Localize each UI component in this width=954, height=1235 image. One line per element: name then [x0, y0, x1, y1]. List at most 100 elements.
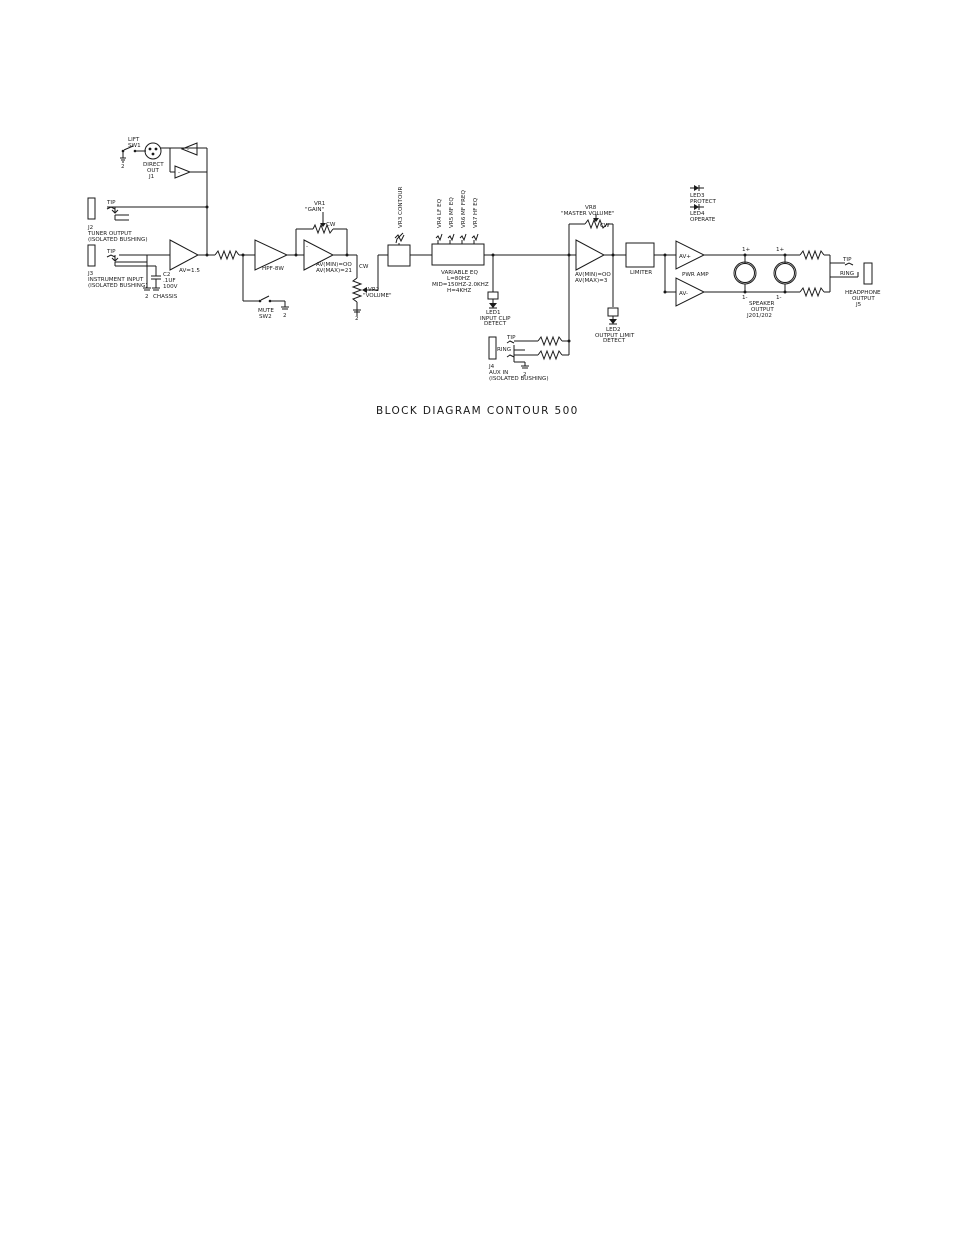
aux-note: (ISOLATED BUSHING) — [489, 376, 549, 382]
headphone-tip-label: TIP — [842, 257, 852, 263]
speaker1-plus: 1+ — [742, 247, 751, 253]
mute-label: MUTE — [258, 308, 274, 314]
pwr-amp-label: PWR AMP — [682, 272, 709, 278]
direct-out-buffers: - - — [174, 142, 199, 179]
input-buffer: AV=1.5 — [169, 205, 209, 274]
limiter-box — [625, 242, 655, 268]
tuner-note: (ISOLATED BUSHING) — [88, 237, 148, 243]
power-amp: AV+ AV- PWR AMP — [663, 240, 709, 307]
eq-title: VARIABLE EQ — [441, 270, 478, 276]
aux-id: J4 — [488, 364, 495, 370]
chassis-capacitor: C2 .1UF 100V CHASSIS — [147, 265, 178, 300]
headphone-ring-label: RING — [840, 271, 854, 277]
speaker-jack-1 — [733, 261, 757, 285]
cap-id: C2 — [163, 272, 170, 278]
direct-out-xlr: DIRECT OUT J1 — [143, 142, 164, 180]
direct-out-label-3: J1 — [148, 174, 155, 180]
lift-label: LIFT — [128, 137, 140, 143]
led4-id: LED4 — [690, 211, 705, 217]
tuner-output-jack: TIP J2 TUNER OUTPUT (ISOLATED BUSHING) — [87, 197, 148, 243]
eq-control-mf-freq: VR6 MF FREQ — [459, 189, 467, 244]
tuner-tip-label: TIP — [106, 200, 116, 206]
lift-switch-id: SW1 — [128, 143, 141, 149]
master-av-max: AV(MAX)=3 — [575, 278, 608, 284]
hpf-label: HPF-8W — [262, 266, 284, 272]
led1-id: LED1 — [486, 310, 501, 316]
eq-low: L=80HZ — [447, 276, 470, 282]
tuner-id: J2 — [87, 225, 93, 231]
limiter-label: LIMITER — [630, 270, 652, 276]
master-av-min: AV(MIN)=OO — [575, 272, 611, 278]
variable-eq: VR4 LF EQ VR5 MF EQ VR6 MF FREQ VR7 HF E… — [431, 189, 489, 294]
direct-out-label-1: DIRECT — [143, 162, 164, 168]
instrument-tip-label: TIP — [106, 249, 116, 255]
buffer-gain-label: AV=1.5 — [179, 268, 200, 274]
eq-control-label-2: VR5 MF EQ — [449, 197, 455, 228]
master-pot-label: "MASTER VOLUME" — [561, 211, 615, 217]
diagram-title: BLOCK DIAGRAM CONTOUR 500 — [376, 405, 579, 417]
eq-control-mf: VR5 MF EQ — [447, 197, 455, 244]
contour-stage: VR3 CONTOUR — [387, 187, 411, 267]
gain-cw-label: CW — [326, 222, 336, 228]
mute-switch-id: SW2 — [259, 314, 272, 320]
gain-pot-id: VR1 — [314, 201, 326, 207]
aux-ground-label: 2 — [523, 372, 527, 378]
contour-box — [387, 244, 411, 267]
aux-in-jack: TIP RING 2 J4 AUX IN (ISOLATED BUSHING) — [488, 253, 571, 382]
eq-control-label-1: VR4 LF EQ — [437, 198, 443, 228]
master-cw-label: CW — [600, 223, 610, 229]
speaker-label-1: SPEAKER — [749, 301, 774, 307]
master-pot-id: VR8 — [585, 205, 597, 211]
speaker1-minus: 1- — [742, 295, 748, 301]
speaker2-minus: 1- — [776, 295, 782, 301]
led1-label: INPUT CLIP — [480, 316, 511, 322]
aux-tip-label: TIP — [506, 335, 516, 341]
aux-title: AUX IN — [489, 370, 508, 376]
gain-av-max: AV(MAX)=21 — [316, 268, 352, 274]
volume-pot-label: "VOLUME" — [363, 293, 392, 299]
pwr-amp-plus: AV+ — [679, 254, 691, 260]
headphone-jack — [863, 262, 873, 285]
led4-label: OPERATE — [690, 217, 716, 223]
direct-out-label-2: OUT — [147, 168, 159, 174]
status-leds: LED3 PROTECT LED4 OPERATE — [690, 185, 717, 223]
contour-label: VR3 CONTOUR — [398, 187, 404, 228]
instrument-note: (ISOLATED BUSHING) — [88, 283, 148, 289]
mute-switch: 2 MUTE SW2 — [258, 295, 289, 320]
eq-control-lf: VR4 LF EQ — [435, 198, 443, 244]
cap-value: .1UF — [163, 278, 176, 284]
mute-ground-label: 2 — [283, 313, 287, 319]
cap-voltage: 100V — [163, 284, 178, 290]
svg-text:-: - — [187, 147, 189, 153]
eq-control-label-3: VR6 MF FREQ — [461, 189, 467, 228]
led3-id: LED3 — [690, 193, 705, 199]
master-volume-stage: VR8 "MASTER VOLUME" CW AV(MIN)=OO AV(MAX… — [561, 205, 615, 284]
led1-detect: DETECT — [484, 321, 507, 327]
gain-stage: VR1 "GAIN" CW - AV(MIN)=OO AV(MAX)=21 — [294, 201, 352, 274]
volume-pot: CW VR2 "VOLUME" 2 — [351, 264, 392, 322]
instrument-id: J3 — [87, 271, 94, 277]
headphone-label-3: J5 — [855, 302, 862, 308]
svg-text:-: - — [178, 170, 180, 176]
led1-input-clip: LED1 INPUT CLIP DETECT — [480, 253, 511, 327]
led2-output-limit: LED2 OUTPUT LIMIT DETECT — [595, 307, 635, 344]
led3-label: PROTECT — [690, 199, 717, 205]
eq-box — [431, 243, 485, 266]
eq-control-label-4: VR7 HF EQ — [473, 197, 479, 228]
headphone-label-2: OUTPUT — [852, 296, 875, 302]
lift-switch: LIFT SW1 2 — [120, 137, 146, 170]
instrument-ground-label: 2 — [145, 294, 149, 300]
eq-high: H=4KHZ — [447, 288, 471, 294]
speaker2-plus: 1+ — [776, 247, 785, 253]
led2-label: OUTPUT LIMIT — [595, 333, 635, 339]
speaker-outputs: 1+ 1- 1+ 1- SPEAKER OUTPUT J201/202 — [733, 247, 797, 319]
gain-pot-label: "GAIN" — [305, 207, 325, 213]
led2-detect: DETECT — [603, 338, 626, 344]
svg-text:-: - — [306, 244, 308, 250]
gain-av-min: AV(MIN)=OO — [316, 262, 352, 268]
pwr-amp-minus: AV- — [679, 291, 688, 297]
volume-pot-id: VR2 — [368, 287, 379, 293]
headphone-output: TIP RING HEADPHONE OUTPUT J5 — [799, 249, 881, 308]
chassis-label: CHASSIS — [153, 294, 178, 300]
